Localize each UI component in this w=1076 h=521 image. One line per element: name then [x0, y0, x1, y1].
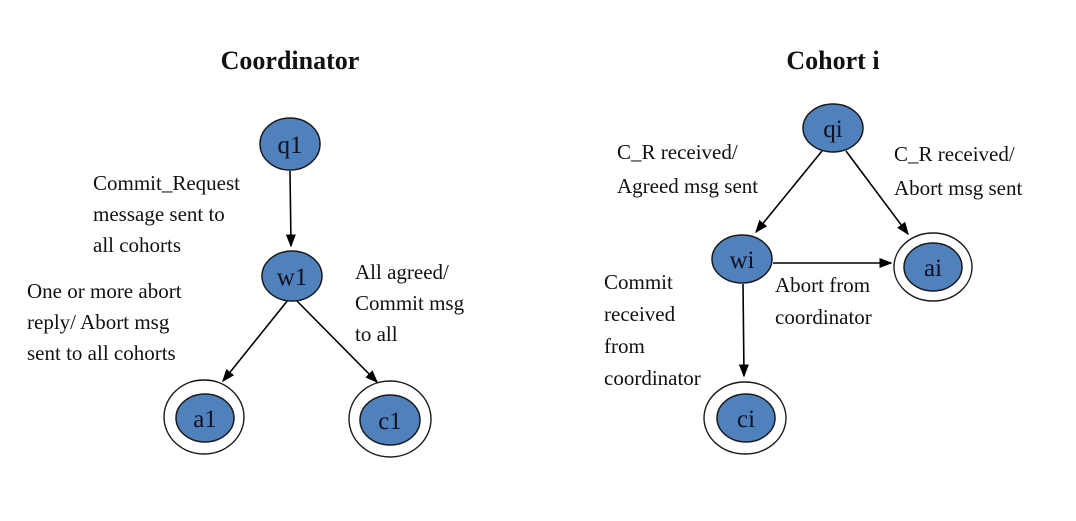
state-ai-label: ai — [924, 255, 942, 282]
edge-label-commit-received: Commit received from coordinator — [604, 270, 701, 390]
coordinator-machine: q1 w1 a1 c1 — [163, 117, 432, 458]
cohort-title: Cohort i — [786, 46, 880, 75]
state-ai — [903, 242, 963, 292]
state-c1-final-ring — [348, 380, 432, 458]
edge-qi-to-wi — [755, 150, 823, 234]
state-ai-final-ring — [893, 232, 973, 302]
state-a1-final-ring — [163, 379, 245, 455]
state-q1-label: q1 — [278, 132, 303, 159]
state-w1-label: w1 — [277, 264, 308, 291]
state-qi-label: qi — [823, 116, 843, 143]
state-w1 — [261, 250, 323, 302]
edge-qi-to-ai — [845, 150, 909, 236]
state-a1 — [175, 393, 235, 443]
edge-label-all-agreed: All agreed/ Commit msg to all — [355, 260, 465, 346]
state-ci-label: ci — [737, 406, 755, 433]
coordinator-title: Coordinator — [220, 46, 360, 75]
edge-q1-to-w1 — [285, 170, 296, 248]
edge-label-cr-abort: C_R received/ Abort msg sent — [894, 142, 1023, 200]
edge-w1-to-c1 — [295, 299, 379, 384]
state-c1 — [359, 394, 421, 446]
edge-label-abort-from-coordinator: Abort from coordinator — [775, 273, 872, 329]
state-q1 — [259, 117, 321, 171]
state-wi-label: wi — [730, 247, 755, 274]
edge-label-commit-request: Commit_Request message sent to all cohor… — [93, 171, 240, 257]
edge-label-one-or-more-abort: One or more abort reply/ Abort msg sent … — [27, 279, 182, 365]
edge-wi-to-ci — [738, 283, 749, 378]
state-a1-label: a1 — [193, 406, 217, 433]
edge-w1-to-a1 — [222, 299, 289, 383]
state-qi — [802, 103, 864, 153]
edge-label-cr-agreed: C_R received/ Agreed msg sent — [617, 140, 759, 198]
state-ci — [716, 393, 776, 443]
state-c1-label: c1 — [378, 408, 402, 435]
state-wi — [711, 234, 773, 284]
state-ci-final-ring — [703, 381, 787, 455]
cohort-machine: qi wi ai ci — [703, 103, 973, 455]
